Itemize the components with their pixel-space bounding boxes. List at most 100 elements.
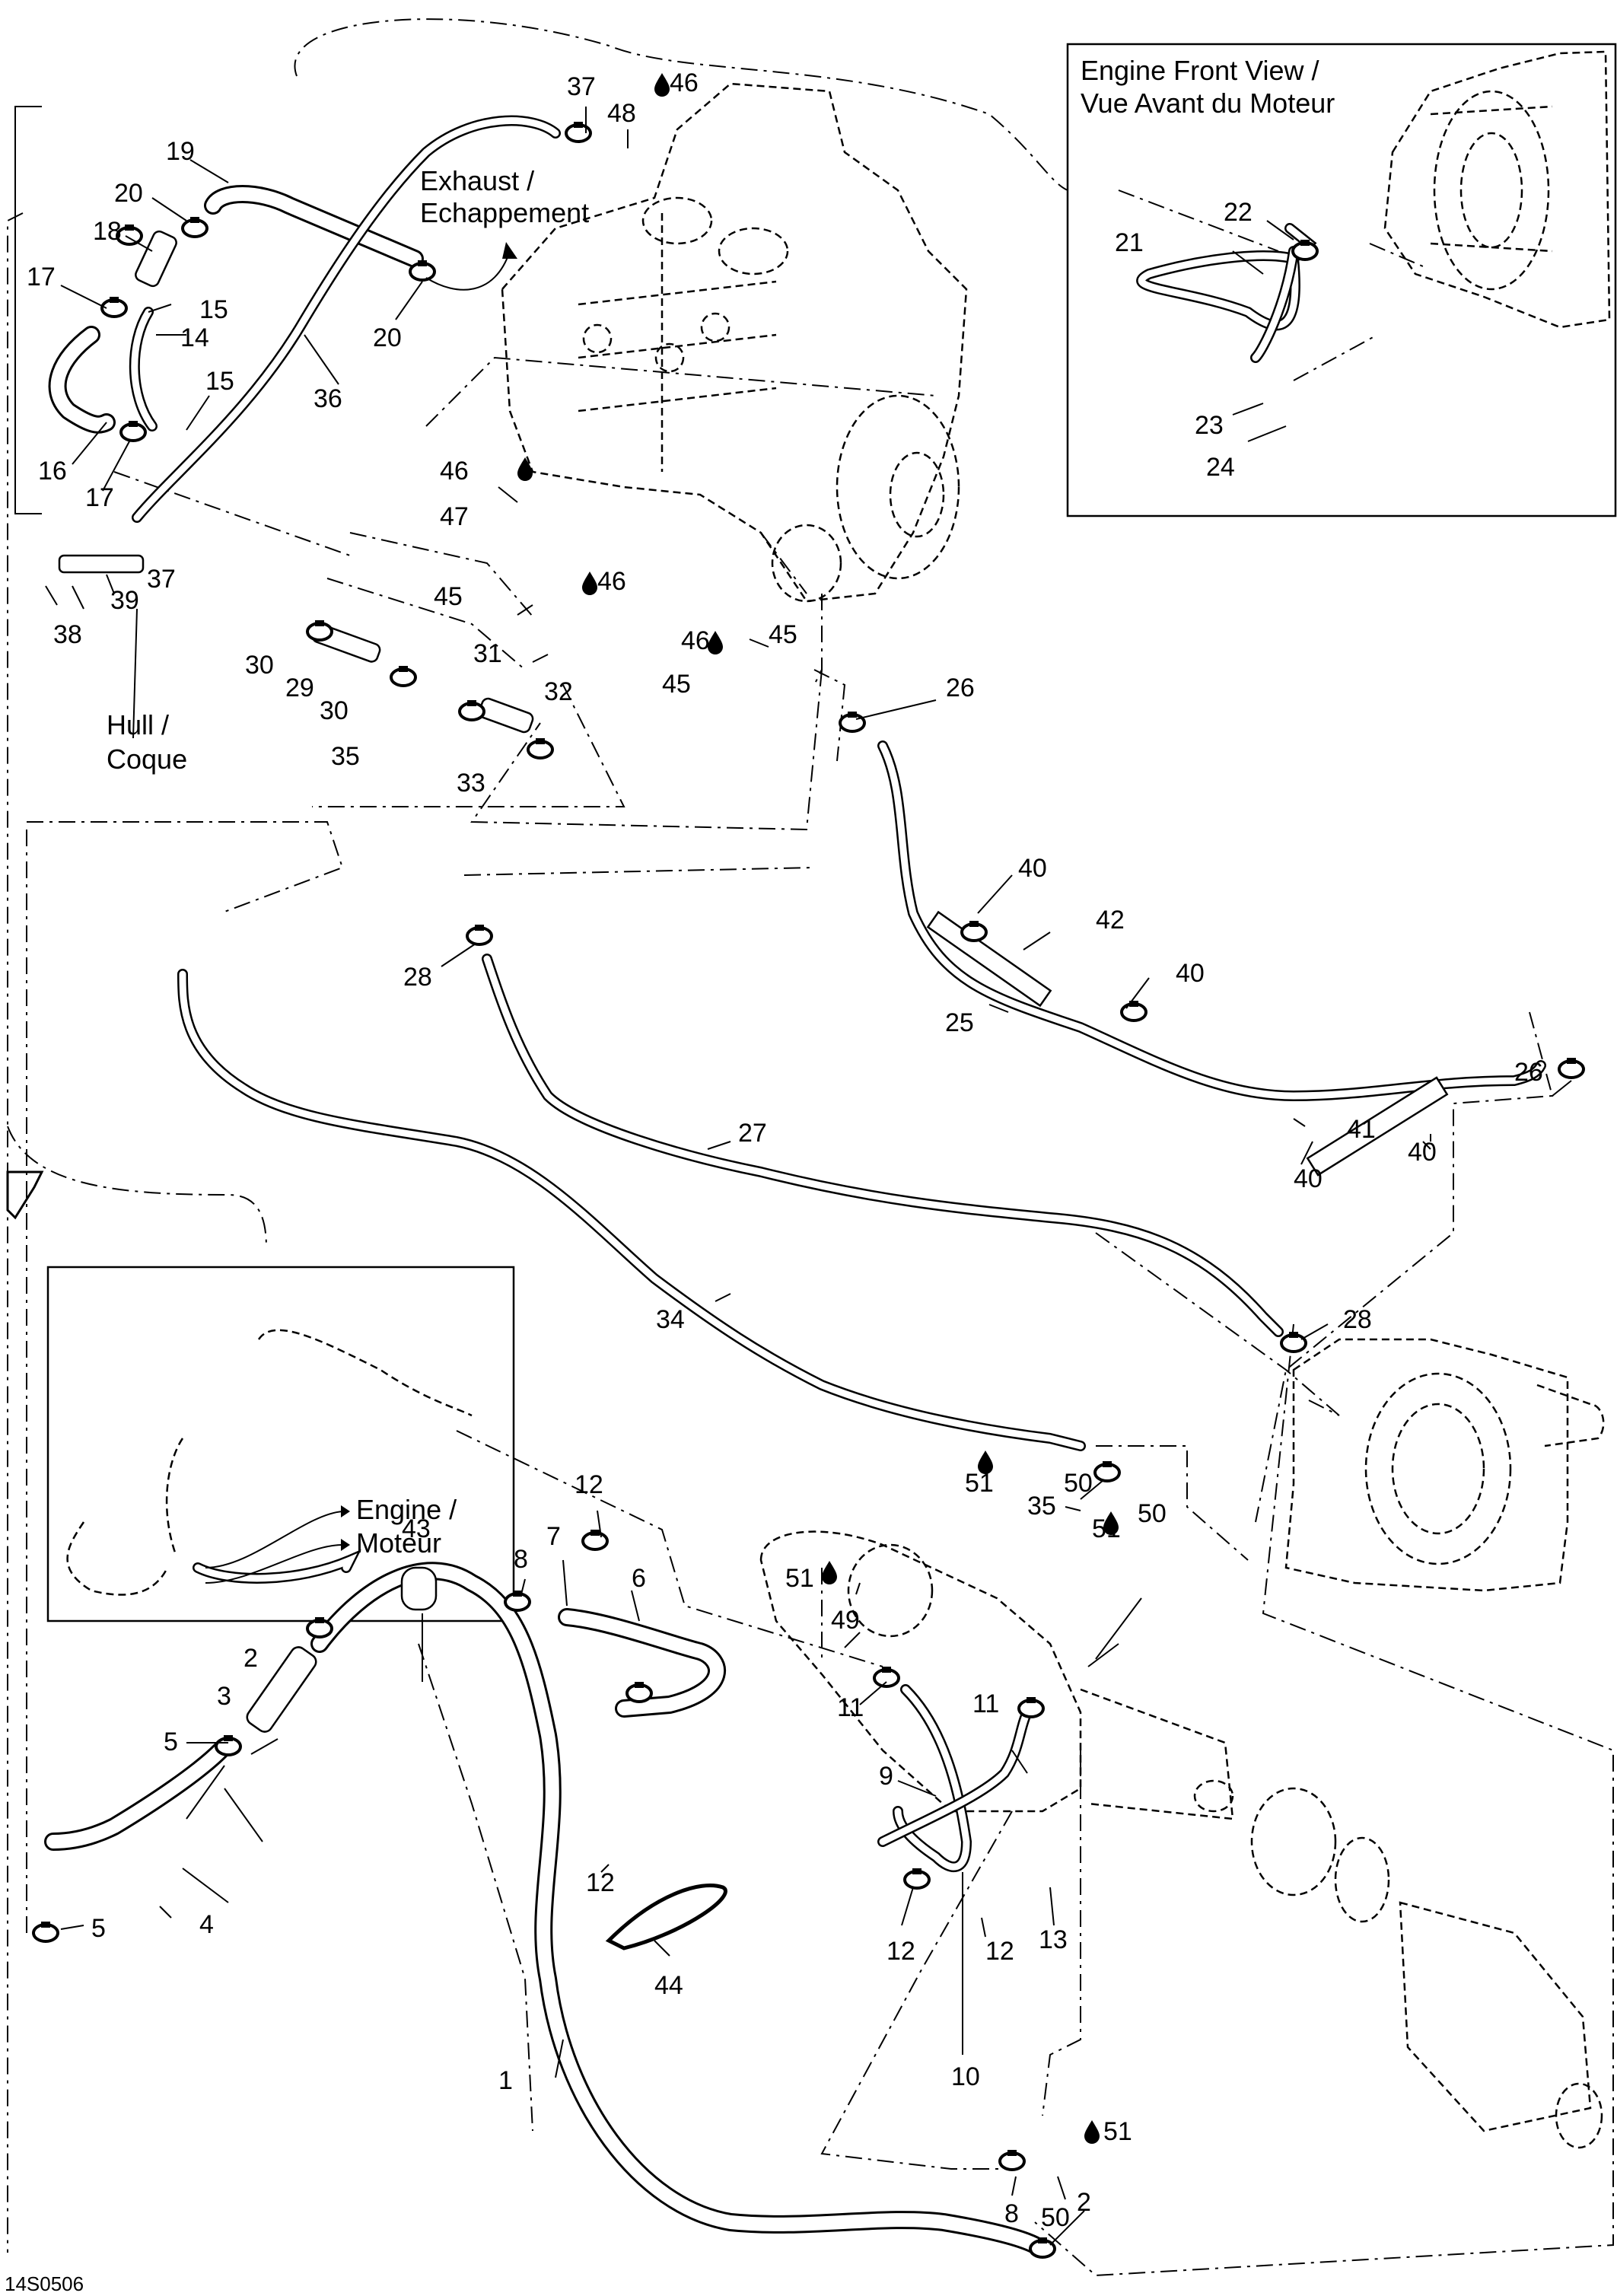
part-label: 9 (879, 1762, 893, 1791)
sealant-drop-icon (822, 1561, 837, 1584)
part-label: 50 (1064, 1469, 1093, 1498)
part-label: 32 (544, 677, 573, 706)
part-label: 38 (53, 620, 82, 649)
part-label: 26 (946, 674, 975, 702)
part-label: 24 (1206, 453, 1235, 482)
part-label: 22 (1224, 198, 1253, 227)
part-label: 41 (1347, 1115, 1376, 1144)
part-label: 15 (199, 295, 228, 324)
part-label: 26 (1514, 1058, 1543, 1087)
sealant-drops (517, 73, 1119, 2144)
muffler (759, 1530, 1603, 2149)
sealant-drop-icon (1084, 2120, 1100, 2144)
engine-arrow-line (205, 1544, 343, 1584)
left-bracket (14, 106, 42, 514)
front-view-title-line2: Vue Avant du Moteur (1081, 88, 1335, 119)
routing-lines (7, 18, 1614, 2277)
binding-marker (6, 1170, 44, 1220)
part-label: 45 (434, 582, 463, 611)
part-label: 51 (785, 1564, 814, 1593)
part-label: 14 (180, 323, 209, 352)
part-label: 1 (498, 2066, 513, 2095)
part-label: 49 (831, 1606, 860, 1635)
part-label: 29 (285, 674, 314, 702)
engine-arrowhead (341, 1539, 350, 1551)
sealant-drop-icon (708, 631, 723, 654)
part-label: 5 (164, 1728, 178, 1756)
part-label: 31 (473, 639, 502, 668)
part-label: 17 (85, 483, 114, 512)
part-label: 50 (1138, 1499, 1167, 1528)
part-label: 3 (217, 1682, 231, 1711)
part-label: 51 (965, 1469, 994, 1498)
part-label: 34 (656, 1305, 685, 1334)
part-label: 2 (1077, 2188, 1091, 2217)
part-label: 2 (244, 1644, 258, 1673)
part-label: 17 (27, 263, 56, 291)
part-label: 5 (91, 1914, 106, 1943)
part-label: 12 (985, 1937, 1014, 1966)
part-label: 51 (1103, 2117, 1132, 2146)
exhaust-arrow (425, 250, 511, 291)
part-label: 37 (567, 72, 596, 101)
part-label: 37 (147, 565, 176, 594)
part-label: 40 (1294, 1164, 1323, 1193)
sealant-drop-icon (654, 73, 670, 97)
part-label: 16 (38, 457, 67, 486)
part-label: 18 (93, 217, 122, 246)
part-label: 8 (514, 1545, 528, 1574)
part-label: 4 (199, 1910, 214, 1939)
engine-inset-title-line1: Engine / (356, 1494, 457, 1525)
sealant-drop-icon (517, 457, 533, 481)
part-label: 20 (114, 179, 143, 208)
leader-lines (45, 107, 1572, 2246)
part-label: 40 (1018, 854, 1047, 883)
part-label: 28 (1343, 1305, 1372, 1334)
part-label: 35 (1027, 1492, 1056, 1521)
part-label: 36 (314, 384, 342, 413)
hull-caption-line1: Hull / (107, 709, 169, 740)
part-label: 25 (945, 1008, 974, 1037)
part-label: 21 (1115, 228, 1144, 257)
part-label: 6 (632, 1564, 646, 1593)
part-label: 11 (972, 1689, 999, 1718)
part-label: 15 (205, 367, 234, 396)
part-label: 40 (1176, 959, 1205, 988)
drawing-code: 14S0506 (5, 2272, 84, 2295)
part-label: 51 (1092, 1514, 1121, 1543)
part-callouts: 1 2 2 3 4 5 5 6 7 8 8 9 10 11 11 12 12 1… (27, 68, 1543, 2232)
part-label: 23 (1195, 411, 1224, 440)
part-label: 27 (738, 1119, 767, 1148)
part-label: 46 (670, 68, 699, 97)
pipes (58, 230, 1449, 1733)
part-label: 10 (951, 2062, 980, 2091)
part-label: 42 (1096, 906, 1125, 935)
part-label: 50 (1041, 2203, 1070, 2232)
part-label: 7 (546, 1522, 561, 1551)
part-label: 11 (837, 1693, 864, 1722)
jet-pump-housing (1284, 1338, 1605, 1592)
hull-caption-line2: Coque (107, 744, 187, 775)
exhaust-caption-line2: Echappement (420, 197, 589, 228)
part-label: 20 (373, 323, 402, 352)
engine-arrow-line (205, 1511, 343, 1568)
part-label: 30 (245, 651, 274, 680)
exhaust-caption-line1: Exhaust / (420, 165, 534, 196)
part-label: 8 (1004, 2199, 1019, 2228)
part-label: 39 (110, 586, 139, 615)
engine-arrowhead (341, 1505, 350, 1517)
part-label: 45 (769, 620, 797, 649)
part-label: 12 (575, 1470, 603, 1499)
strap (605, 1884, 727, 1950)
part-label: 12 (586, 1868, 615, 1897)
hoses (44, 115, 1546, 2254)
engine-front-view (1383, 50, 1611, 329)
part-label: 48 (607, 99, 636, 128)
part-label: 30 (320, 696, 349, 725)
sealant-drop-icon (582, 572, 597, 595)
part-label: 33 (457, 769, 485, 798)
part-label: 28 (403, 963, 432, 992)
part-label: 35 (331, 742, 360, 771)
engine-block (501, 82, 968, 603)
